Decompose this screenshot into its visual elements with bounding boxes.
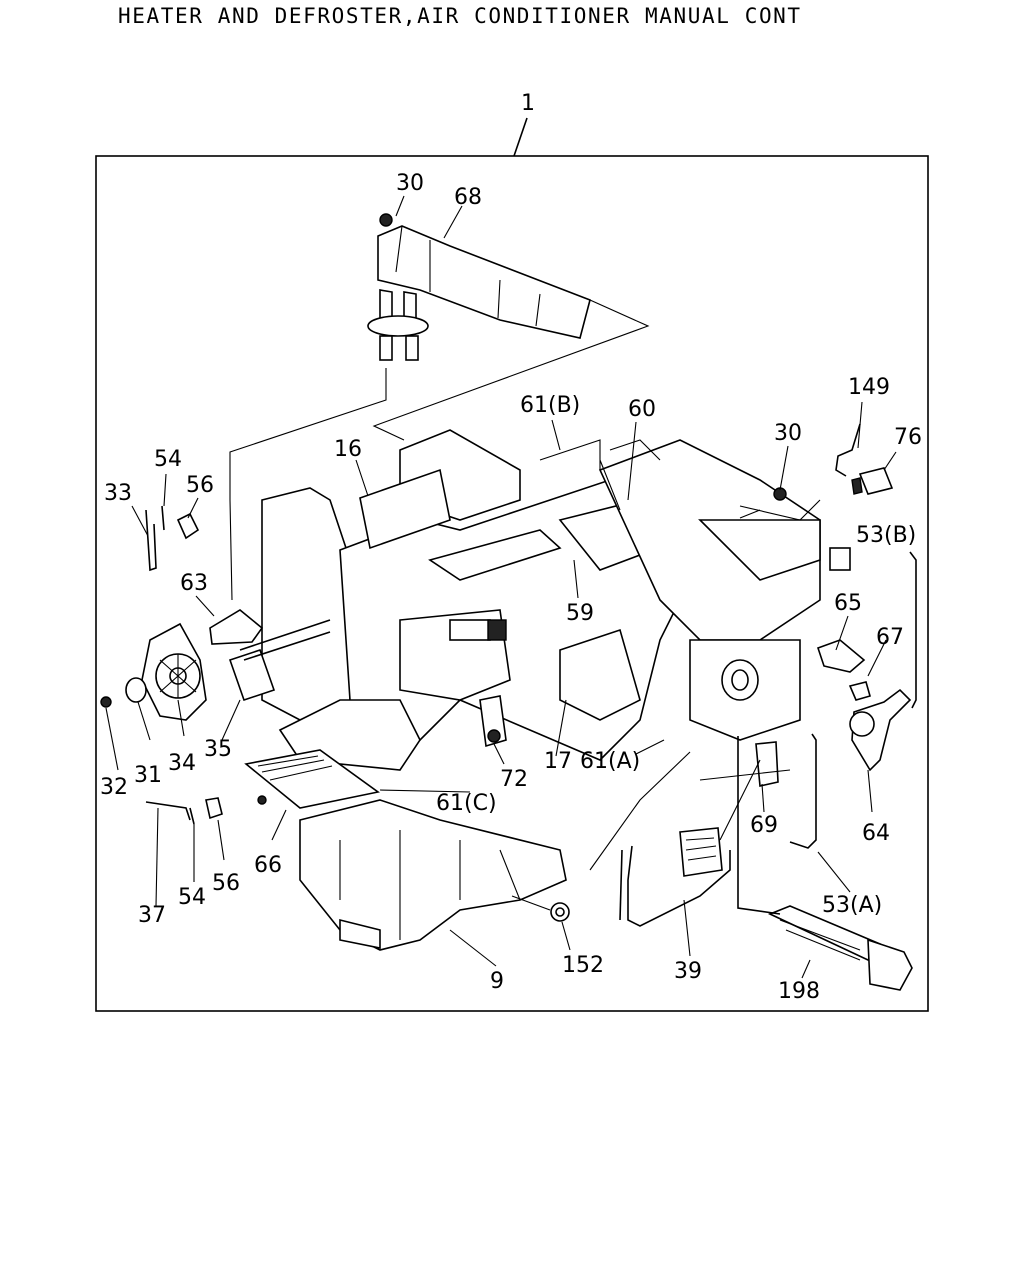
callout-61c: 61(C) bbox=[436, 791, 497, 816]
callout-56-bottom: 56 bbox=[212, 871, 240, 896]
callout-31: 31 bbox=[134, 763, 162, 788]
main-heater-case bbox=[261, 429, 851, 771]
assembly-guide-line bbox=[372, 299, 650, 441]
callout-63: 63 bbox=[180, 571, 208, 596]
lower-case-9 bbox=[299, 799, 567, 951]
right-actuator-parts bbox=[699, 551, 917, 849]
callout-34: 34 bbox=[168, 751, 196, 776]
page-title: HEATER AND DEFROSTER,AIR CONDITIONER MAN… bbox=[118, 4, 802, 28]
callout-59: 59 bbox=[566, 601, 594, 626]
nut-152 bbox=[511, 895, 570, 922]
callout-54-bottom: 54 bbox=[178, 885, 206, 910]
callout-56-top: 56 bbox=[186, 473, 214, 498]
callout-60: 60 bbox=[628, 397, 656, 422]
blower-motor-assembly bbox=[100, 622, 276, 721]
diagram-frame bbox=[95, 155, 929, 1012]
resistor-198 bbox=[737, 736, 913, 991]
callout-69: 69 bbox=[750, 813, 778, 838]
wire-harness-39 bbox=[589, 751, 731, 927]
callout-68: 68 bbox=[454, 185, 482, 210]
callout-64: 64 bbox=[862, 821, 890, 846]
callout-198: 198 bbox=[778, 979, 820, 1004]
callout-149: 149 bbox=[848, 375, 890, 400]
leader-1 bbox=[513, 117, 528, 157]
callout-32: 32 bbox=[100, 775, 128, 800]
leader-lines bbox=[105, 195, 897, 979]
callout-30-right: 30 bbox=[774, 421, 802, 446]
callout-66: 66 bbox=[254, 853, 282, 878]
filter-plate-66 bbox=[244, 749, 380, 809]
callout-labels: 1 30 68 61(B) 60 30 149 76 16 54 56 33 5… bbox=[100, 91, 922, 1004]
callout-54-top: 54 bbox=[154, 447, 182, 472]
clip-72 bbox=[479, 695, 507, 748]
callout-17: 17 bbox=[544, 749, 572, 774]
callout-30-top: 30 bbox=[396, 171, 424, 196]
callout-65: 65 bbox=[834, 591, 862, 616]
callout-61b: 61(B) bbox=[520, 393, 580, 418]
callout-53b: 53(B) bbox=[856, 523, 916, 548]
callout-37: 37 bbox=[138, 903, 166, 928]
callout-1: 1 bbox=[521, 91, 535, 116]
callout-67: 67 bbox=[876, 625, 904, 650]
callout-61a: 61(A) bbox=[580, 749, 640, 774]
callout-72: 72 bbox=[500, 767, 528, 792]
callout-152: 152 bbox=[562, 953, 604, 978]
callout-33: 33 bbox=[104, 481, 132, 506]
callout-53a: 53(A) bbox=[822, 893, 882, 918]
callout-76: 76 bbox=[894, 425, 922, 450]
callout-16: 16 bbox=[334, 437, 362, 462]
assembly-guide-line bbox=[229, 368, 387, 601]
callout-9: 9 bbox=[490, 969, 504, 994]
upper-duct-part bbox=[367, 213, 591, 361]
link-rods bbox=[145, 505, 331, 825]
callout-35: 35 bbox=[204, 737, 232, 762]
callout-39: 39 bbox=[674, 959, 702, 984]
